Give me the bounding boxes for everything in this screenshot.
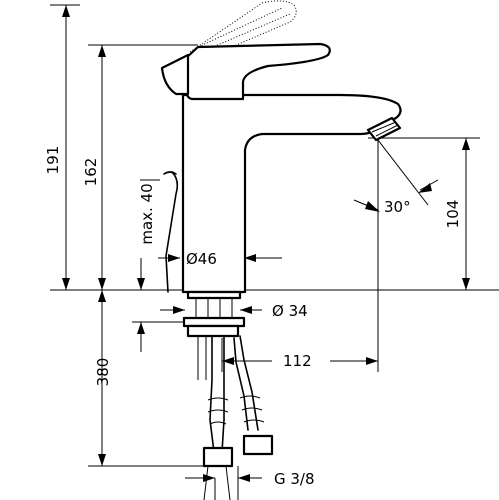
lever-open-position-outline	[188, 0, 297, 53]
label-base-diameter: Ø46	[186, 250, 217, 268]
mounting-hardware	[182, 290, 246, 380]
dimension-labels: 191 162 max. 40 Ø46 104 30° Ø 34 112 380…	[44, 146, 462, 488]
label-hose-length: 380	[94, 358, 112, 387]
label-total-height: 191	[44, 146, 62, 175]
label-spray-angle: 30°	[384, 198, 411, 216]
spray-angle-marks	[353, 139, 439, 212]
label-hole-diameter: Ø 34	[272, 302, 308, 320]
label-projection: 112	[283, 352, 312, 370]
lever-handle	[184, 42, 331, 101]
label-outlet-height: 104	[444, 200, 462, 229]
label-spout-height: 162	[82, 158, 100, 187]
lever-cap	[160, 53, 190, 96]
label-thread: G 3/8	[274, 470, 315, 488]
vertical-dimension-lines	[62, 5, 470, 466]
faucet-body	[160, 42, 402, 294]
pop-up-rod	[165, 171, 179, 293]
supply-hoses	[202, 335, 274, 500]
label-max-opening: max. 40	[138, 183, 156, 244]
horizontal-dimension-lines	[158, 254, 378, 482]
extension-lines	[50, 4, 499, 500]
